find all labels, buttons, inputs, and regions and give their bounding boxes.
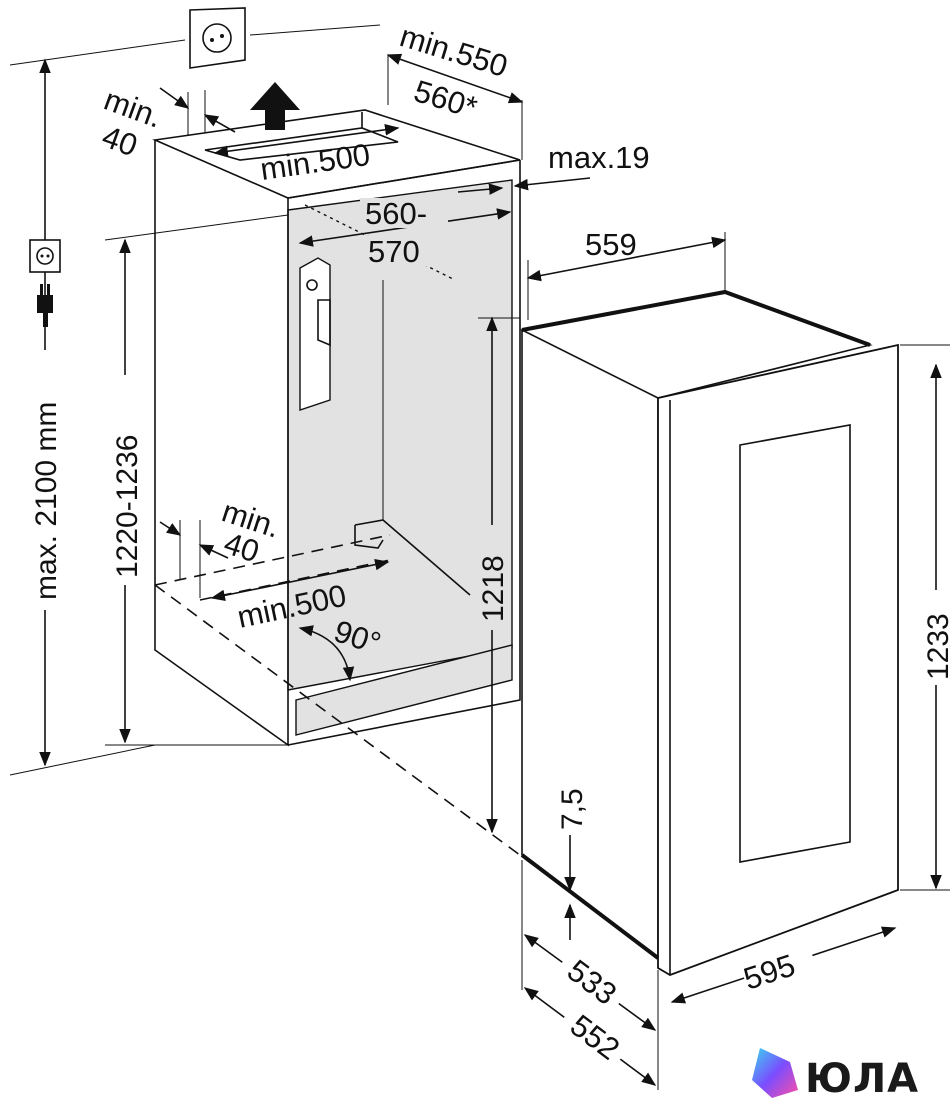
plinth-panel [295,644,513,736]
label-559: 559 [585,227,637,262]
hinge-hole [306,279,318,291]
appliance-side [521,330,659,960]
label-bg-552 [558,997,636,1067]
label-bg-595 [738,937,818,995]
ext-line-top-left [9,39,186,66]
socket-icon [202,23,232,53]
dim-min40-top-arrow-b [203,114,236,133]
ext-line-niche-top [104,214,289,241]
label-bg-inner-height [475,525,509,630]
dim-min550-line [386,53,524,104]
label-niche-width-b: 570 [368,234,420,269]
niche-top-front-edge [287,159,521,199]
label-bg-niche-height [110,375,142,585]
ext-line-floor-left [9,744,156,776]
dim-min500-top-line [213,124,400,157]
wall-socket-box [189,7,246,69]
label-bg-niche-width-a [360,198,448,228]
dim-max19-arrow [513,177,591,191]
logo-text: ЮЛА [805,1056,919,1100]
appliance [519,289,899,976]
hinge-plate [317,299,331,347]
label-bg-niche-width-b [362,236,442,266]
label-min550: min.550 [396,18,512,84]
niche-front-edge [287,160,521,746]
label-560star: 560* [410,73,481,125]
dim-min40-top-arrow-a [159,87,190,109]
label-bg-max-height [28,350,62,610]
dim-min40-bottom-arrow-b [198,544,229,559]
dim-min40-bottom-arrow-a [159,521,182,536]
youla-logo: ЮЛА [752,1048,919,1102]
label-max19: max.19 [548,140,650,175]
logo-mark-icon [752,1048,798,1098]
appliance-door [657,343,899,976]
label-bg-533 [556,942,634,1012]
label-max-height: max. 2100 mm [30,402,63,600]
arrow-up-icon [250,82,300,130]
label-niche-width-a: 560- [365,196,427,231]
label-1233: 1233 [922,613,952,680]
bottom-vent-edge [354,525,384,549]
door-window [739,424,851,863]
plug-icon [37,284,53,327]
label-offset: 7,5 [556,788,589,830]
label-inner-height: 1218 [477,555,510,622]
dim-559-line [526,236,727,282]
angle-arc [298,625,355,682]
floor-dash-2 [154,584,656,956]
label-bg-1233 [920,590,952,685]
ext-line-top-right [249,24,381,36]
label-595: 595 [739,947,799,996]
appliance-top-edge [521,289,871,347]
dim-max19-arrow-left [457,183,504,195]
appliance-bottom-edge [520,853,660,960]
dim-min500-bottom-line [210,558,390,602]
niche-left-side [154,140,289,747]
label-niche-height: 1220-1236 [111,435,144,578]
side-socket-icon [29,239,61,273]
